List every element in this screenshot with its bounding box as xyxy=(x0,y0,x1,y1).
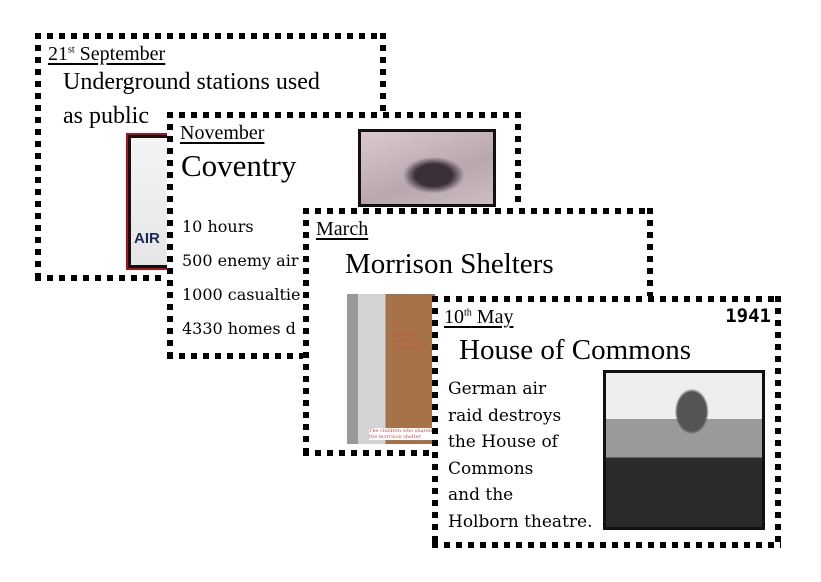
body-line: Holborn theatre. xyxy=(448,511,593,532)
body-line: raid destroys xyxy=(448,405,562,426)
coventry-facts: 10 hours 500 enemy air 1000 casualtie 43… xyxy=(182,210,301,346)
card-date: 10th May xyxy=(444,306,514,328)
fact-item: 10 hours xyxy=(182,217,254,236)
body-line: German air xyxy=(448,379,547,399)
body-line: Commons xyxy=(448,458,534,479)
fact-item: 500 enemy air xyxy=(182,251,299,270)
card-body: German air raid destroys the House of Co… xyxy=(448,376,593,535)
card-date: March xyxy=(316,218,369,240)
morrison-shelter-image: Morrison Shelter in Downstairs Fr The ch… xyxy=(325,294,435,444)
card-date: November xyxy=(180,122,265,144)
card-date: 21st September xyxy=(48,43,166,65)
body-line: the House of xyxy=(448,432,558,452)
year-label: 1941 xyxy=(725,305,771,327)
card-title: Underground stations used xyxy=(63,69,320,95)
card-house-of-commons: 10th May 1941 House of Commons German ai… xyxy=(432,296,781,548)
fighter-plane-image xyxy=(358,129,496,207)
fact-item: 1000 casualtie xyxy=(182,285,301,304)
card-title: Morrison Shelters xyxy=(345,248,554,280)
card-title: House of Commons xyxy=(459,334,691,366)
card-title-line2: as public xyxy=(63,103,149,129)
card-title: Coventry xyxy=(181,148,297,183)
fact-item: 4330 homes d xyxy=(182,319,296,338)
body-line: and the xyxy=(448,485,514,505)
bombed-house-of-commons-photo xyxy=(603,370,765,530)
